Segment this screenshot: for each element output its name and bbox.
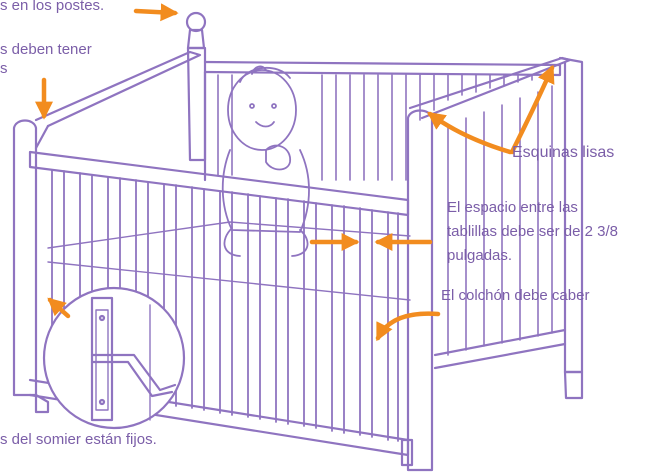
arrow-to-right-corner xyxy=(427,111,513,155)
rails-label-line-1: s deben tener xyxy=(0,41,92,58)
mattress-supports-label: s del somier están fijos. xyxy=(0,431,157,448)
arrow-to-finial xyxy=(133,3,179,22)
mattress-fit-label: El colchón debe caber xyxy=(441,287,590,304)
crib-front-slats xyxy=(51,169,399,442)
slat-spacing-label-line-1: El espacio entre las xyxy=(447,199,578,216)
crib-front-left-post xyxy=(12,119,50,414)
slat-spacing-label-line-2: tablillas debe ser de 2 3/8 xyxy=(447,223,618,240)
corners-label: Esquinas lisas xyxy=(512,144,615,161)
arrow-to-bracket xyxy=(47,297,71,319)
arrow-to-mattress xyxy=(375,311,441,342)
arrow-to-right-post-top xyxy=(509,64,555,155)
baby-figure xyxy=(221,65,310,257)
crib-front-rails xyxy=(28,150,410,457)
crib-back-left-post xyxy=(185,11,207,162)
bracket-detail-magnifier xyxy=(42,286,186,430)
crib-back-panel xyxy=(34,50,562,182)
slat-spacing-label-line-3: pulgadas. xyxy=(447,247,513,264)
crib-mattress xyxy=(47,221,411,301)
posts-label: s en los postes. xyxy=(0,0,105,14)
rails-label-line-2: s xyxy=(0,60,8,77)
